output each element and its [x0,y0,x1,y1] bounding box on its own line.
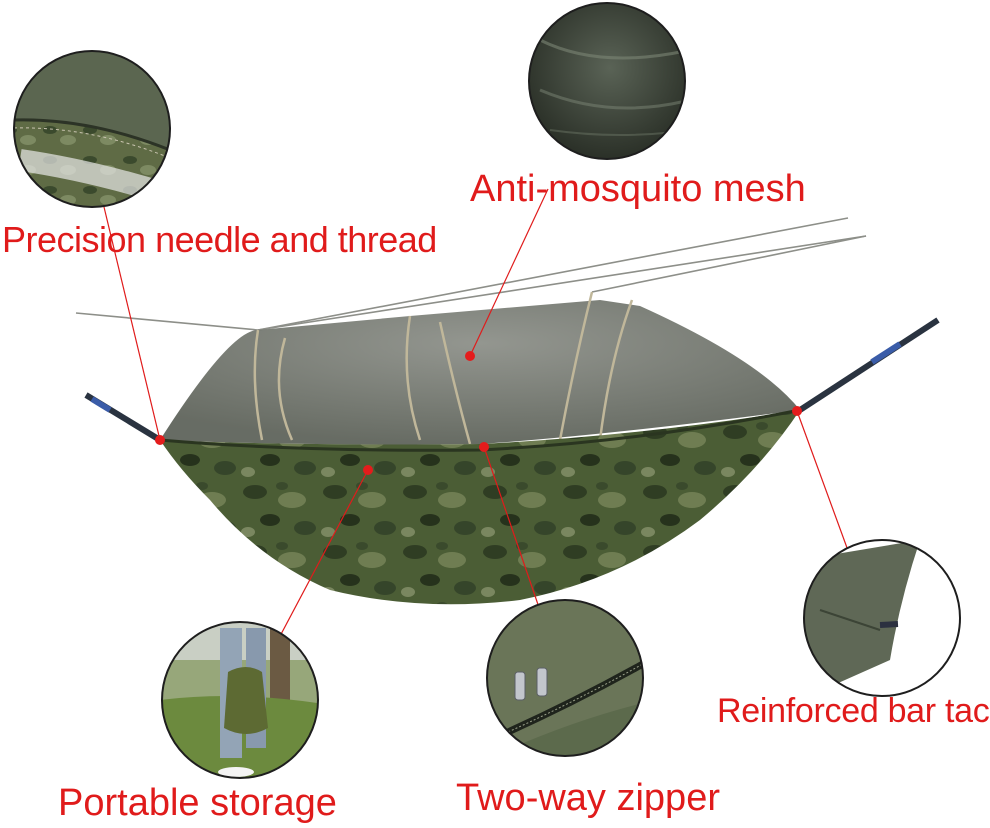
detail-mesh-circle [528,2,686,160]
detail-storage-circle [161,621,319,779]
mosquito-mesh [160,300,800,445]
canopy-ties [253,291,634,445]
callout-storage-label: Portable storage [58,782,337,824]
callout-lines [103,188,851,639]
callout-zipper-label: Two-way zipper [456,777,720,819]
suspension-lines [75,217,867,331]
hammock-straps [84,317,940,443]
callout-dots [155,351,802,475]
detail-zipper-circle [486,599,644,757]
callout-mesh-label: Anti-mosquito mesh [470,168,806,210]
callout-bar-tack-label: Reinforced bar tack [717,692,990,730]
camo-hammock [160,410,800,605]
detail-bartack-circle [803,539,961,697]
callout-precision-label: Precision needle and thread [2,219,437,260]
detail-stitching-circle [13,50,171,208]
